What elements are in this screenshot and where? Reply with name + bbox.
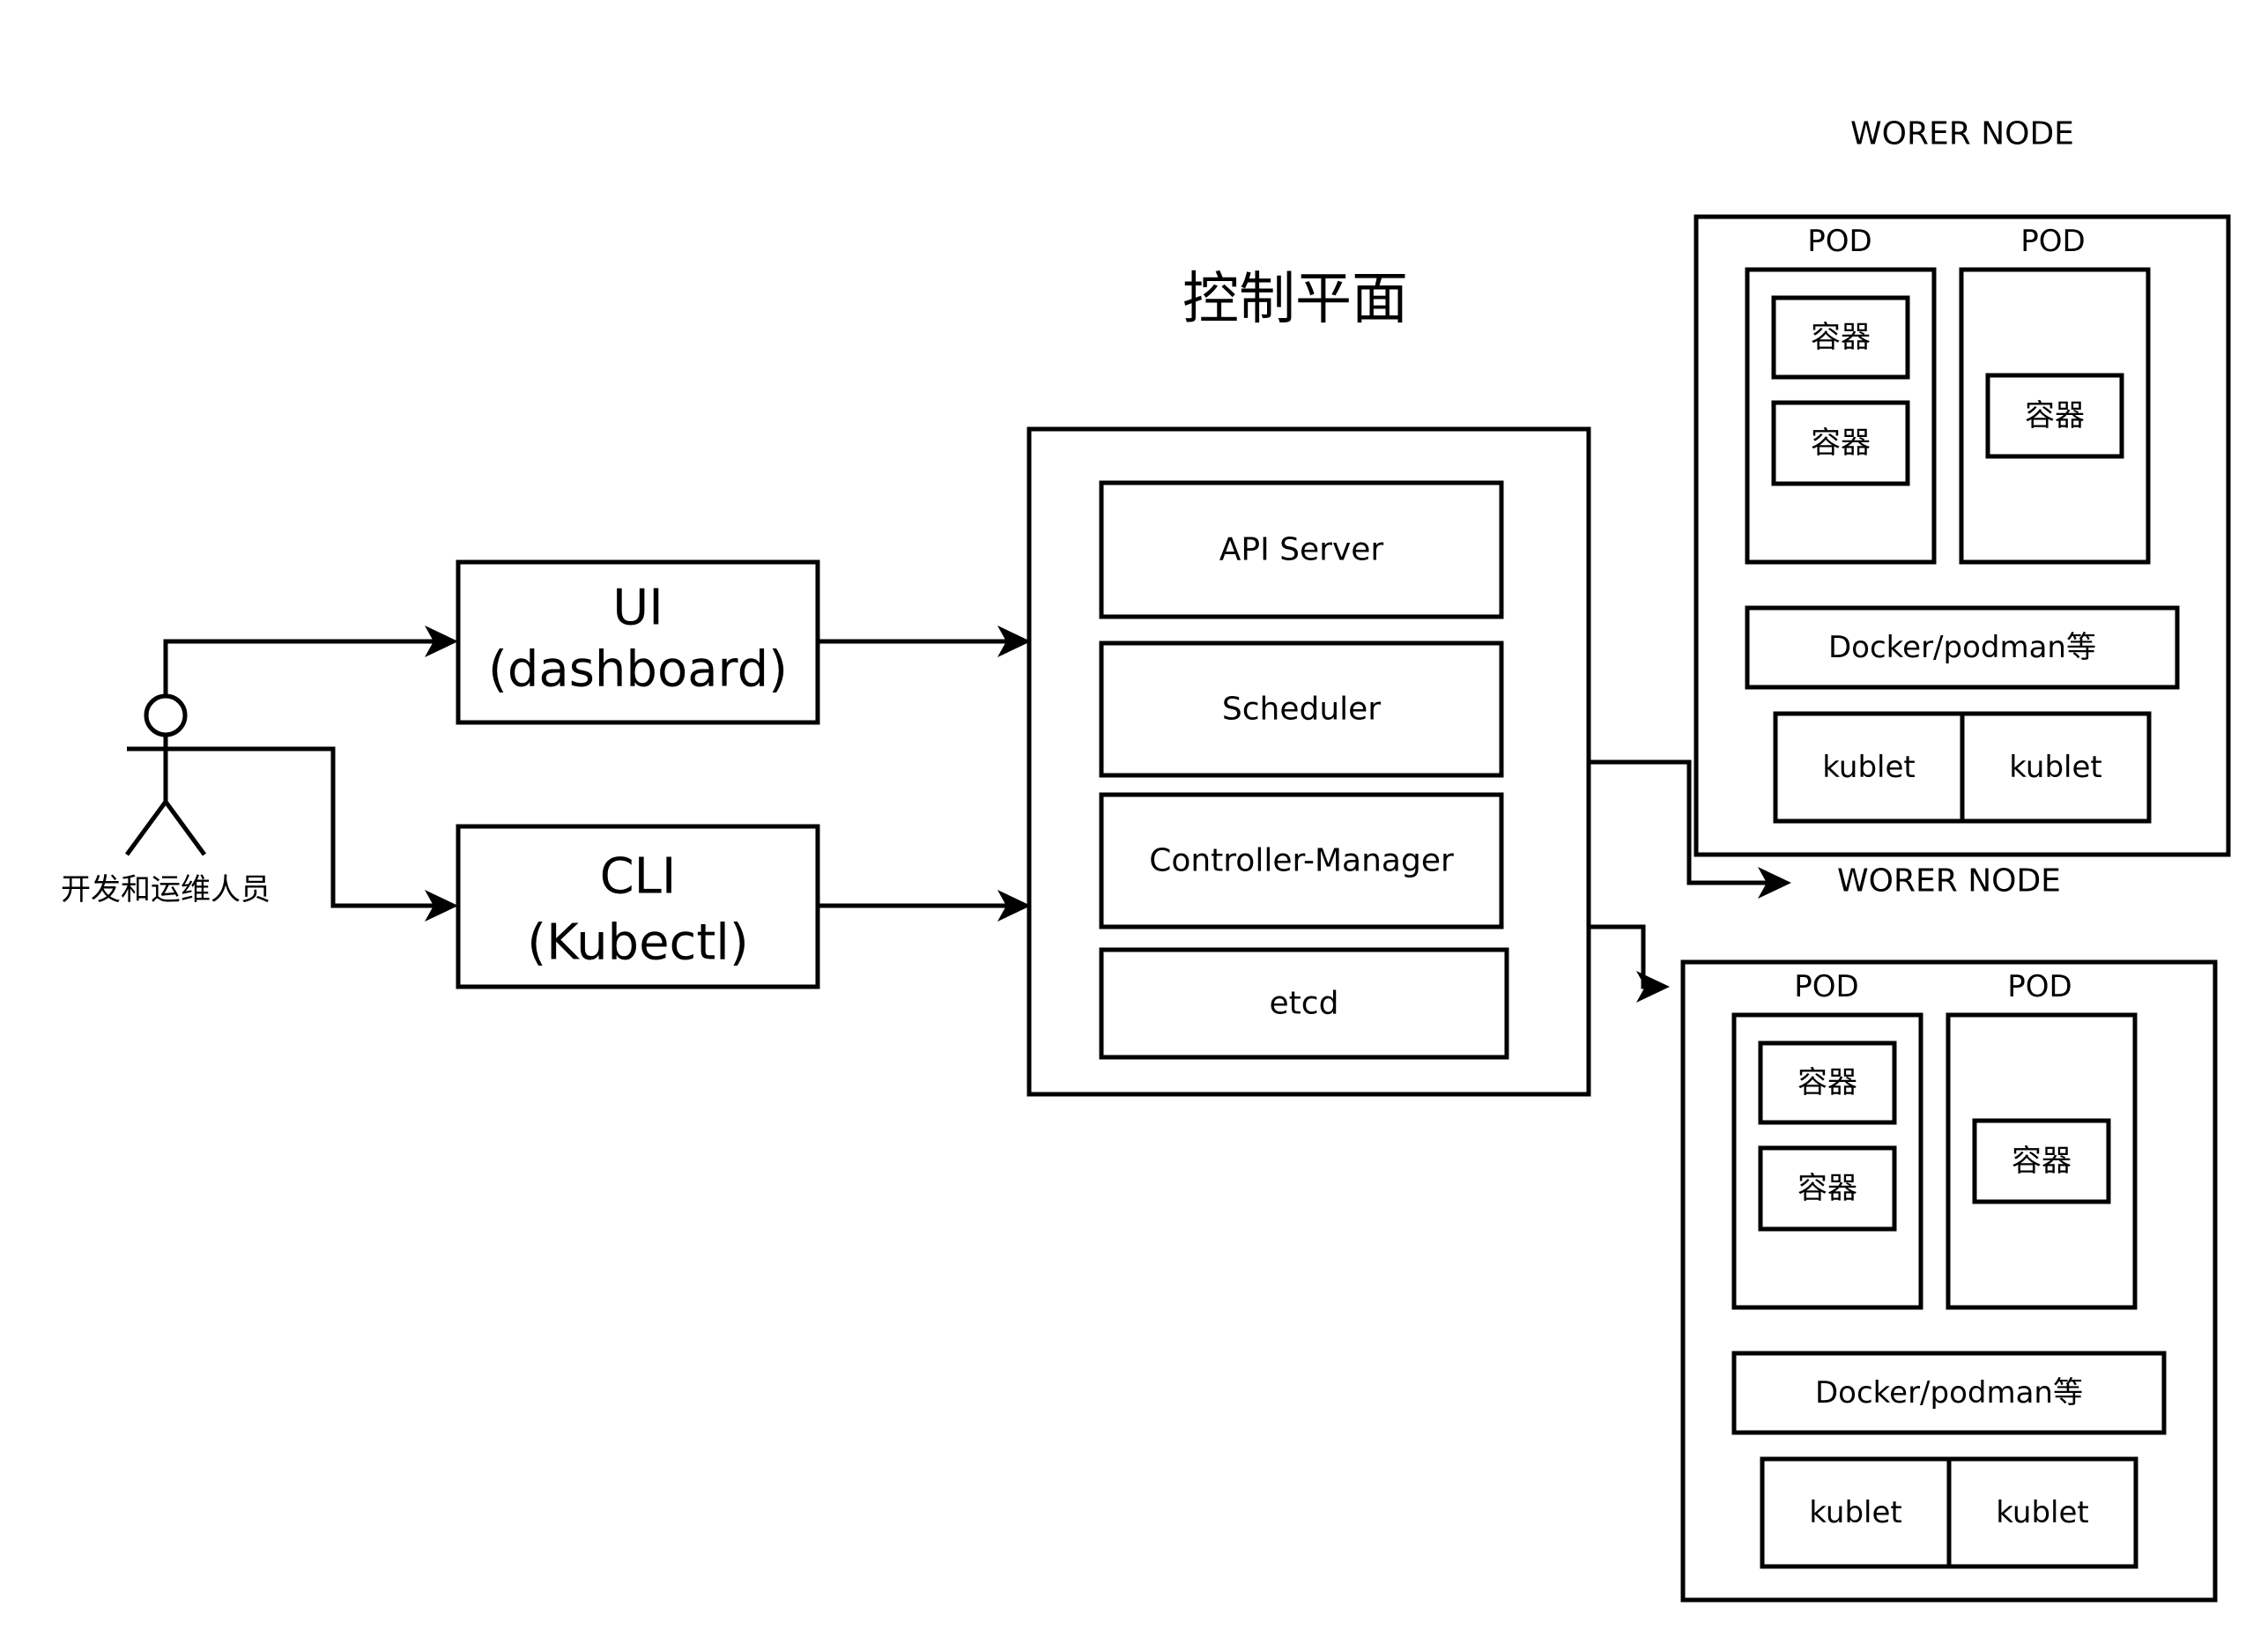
ui-label-line2: (dashboard)	[488, 641, 788, 699]
worker-node-2-pod-1-container-2-label: 容器	[1797, 1171, 1857, 1206]
component-api-server	[1099, 480, 1504, 619]
worker-node-2-pod-2-container-1-label: 容器	[2012, 1144, 2072, 1179]
component-etcd-label: etcd	[1270, 986, 1339, 1022]
cli-kubectl-box	[456, 824, 820, 989]
worker-node-2-kubelet-2	[1946, 1456, 2138, 1569]
worker-node-1-pod-2-container-1-label: 容器	[2025, 398, 2085, 433]
worker-node-2-title: WORER NODE	[1837, 863, 2061, 900]
connector-cp-worker1	[1589, 759, 1769, 885]
component-scheduler	[1099, 641, 1504, 778]
worker-node-1-kubelet-2	[1960, 711, 2152, 824]
worker-node-2-pod-1-container-2	[1758, 1145, 1897, 1232]
worker-node-2-pod-1-label: POD	[1794, 969, 1858, 1004]
worker-node-1-pod-2-label: POD	[2020, 224, 2085, 259]
worker-node-1-pod-1-container-1	[1771, 295, 1910, 380]
actor-head	[144, 693, 188, 737]
arrow-ui-cp	[997, 626, 1031, 657]
component-etcd	[1099, 947, 1509, 1060]
worker-node-2-kubelet-1-label: kublet	[1809, 1495, 1901, 1530]
worker-node-1-runtime	[1745, 605, 2180, 690]
component-controller-manager	[1099, 792, 1504, 929]
arrow-cp-worker1	[1758, 867, 1791, 899]
worker-node-1-pod-1-container-2-label: 容器	[1811, 426, 1871, 461]
worker-node-1-runtime-label: Docker/podman等	[1828, 630, 2096, 665]
cli-label-line2: (Kubectl)	[527, 915, 748, 972]
worker-node-1-title: WORER NODE	[1850, 116, 2074, 152]
worker-node-2-kubelet-1	[1760, 1456, 1952, 1569]
ui-dashboard-box	[456, 559, 820, 725]
worker-node-2-runtime-label: Docker/podman等	[1815, 1375, 2083, 1411]
worker-node-2-pod-2-container-1	[1972, 1118, 2111, 1204]
arrow-user-ui	[425, 626, 458, 657]
component-controller-manager-label: Controller-Manager	[1149, 843, 1454, 879]
connector-user-cli	[204, 746, 436, 908]
worker-node-1-pod-1-label: POD	[1807, 224, 1871, 259]
worker-node-2-pod-1-container-1-label: 容器	[1797, 1065, 1857, 1100]
worker-node-2-pod-1-container-1	[1758, 1040, 1897, 1125]
connector-cp-worker2	[1589, 924, 1648, 989]
control-plane-title: 控制平面	[1182, 267, 1408, 332]
worker-node-1-kubelet-1-label: kublet	[1822, 750, 1915, 785]
worker-node-2-pod-2-label: POD	[2007, 969, 2072, 1004]
worker-node-1-kubelet-2-label: kublet	[2009, 750, 2101, 785]
worker-node-1-pod-2-container-1	[1985, 373, 2124, 459]
ui-label-line1: UI	[612, 580, 663, 637]
user-actor	[124, 693, 207, 856]
worker-node-1-kubelet-1	[1773, 711, 1965, 824]
connector-user-ui	[163, 639, 436, 696]
component-api-server-label: API Server	[1219, 532, 1384, 568]
worker-node-1-pod-1-container-1-label: 容器	[1811, 320, 1871, 355]
cli-label-line1: CLI	[600, 848, 677, 906]
worker-node-2-kubelet-2-label: kublet	[1996, 1495, 2088, 1530]
worker-node-2-runtime	[1731, 1351, 2167, 1435]
arrow-cli-cp	[997, 890, 1031, 922]
arrow-cp-worker2	[1636, 971, 1670, 1003]
user-label: 开发和运维人员	[61, 872, 271, 907]
worker-node-1-pod-1-container-2	[1771, 400, 1910, 486]
component-scheduler-label: Scheduler	[1222, 692, 1381, 728]
arrow-user-cli	[425, 890, 458, 922]
